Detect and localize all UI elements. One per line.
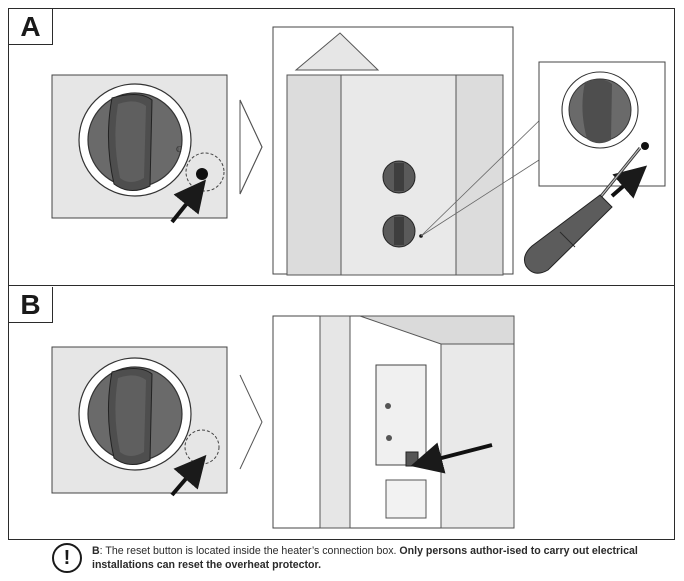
chevron-arrow-b (239, 374, 263, 470)
reset-button-inset (641, 142, 649, 150)
warning-note: ! B: The reset button is located inside … (50, 541, 670, 577)
warning-icon: ! (52, 543, 82, 573)
svg-text:ℂ: ℂ (176, 145, 182, 154)
inset-detail-a (538, 61, 666, 199)
note-text: B: The reset button is located inside th… (92, 544, 652, 572)
panel-a-closeup: ℂ (51, 74, 228, 224)
reset-button-a (196, 168, 208, 180)
panel-label-a: A (9, 9, 53, 45)
arrow-a-closeup (170, 179, 206, 224)
connection-box-b (272, 315, 515, 529)
panel-b-closeup (51, 346, 228, 497)
note-lead: B (92, 545, 100, 557)
chevron-arrow-a (239, 99, 263, 195)
panel-label-b: B (9, 287, 53, 323)
arrow-b-box (410, 442, 493, 474)
arrow-inset (610, 165, 648, 199)
note-bold: Only persons author-ised to carry out el… (92, 545, 638, 571)
panel-divider (8, 285, 675, 286)
reset-highlight-circle (185, 152, 225, 192)
reset-button-b (405, 451, 419, 467)
thermostat-knob-a: ℂ (78, 83, 192, 197)
screwdriver (524, 147, 642, 274)
thermostat-knob-b (78, 357, 192, 471)
arrow-b-closeup (170, 454, 207, 497)
note-regular: : The reset button is located inside the… (99, 545, 400, 557)
heater-front-a (272, 26, 546, 276)
figure-frame (8, 8, 675, 540)
